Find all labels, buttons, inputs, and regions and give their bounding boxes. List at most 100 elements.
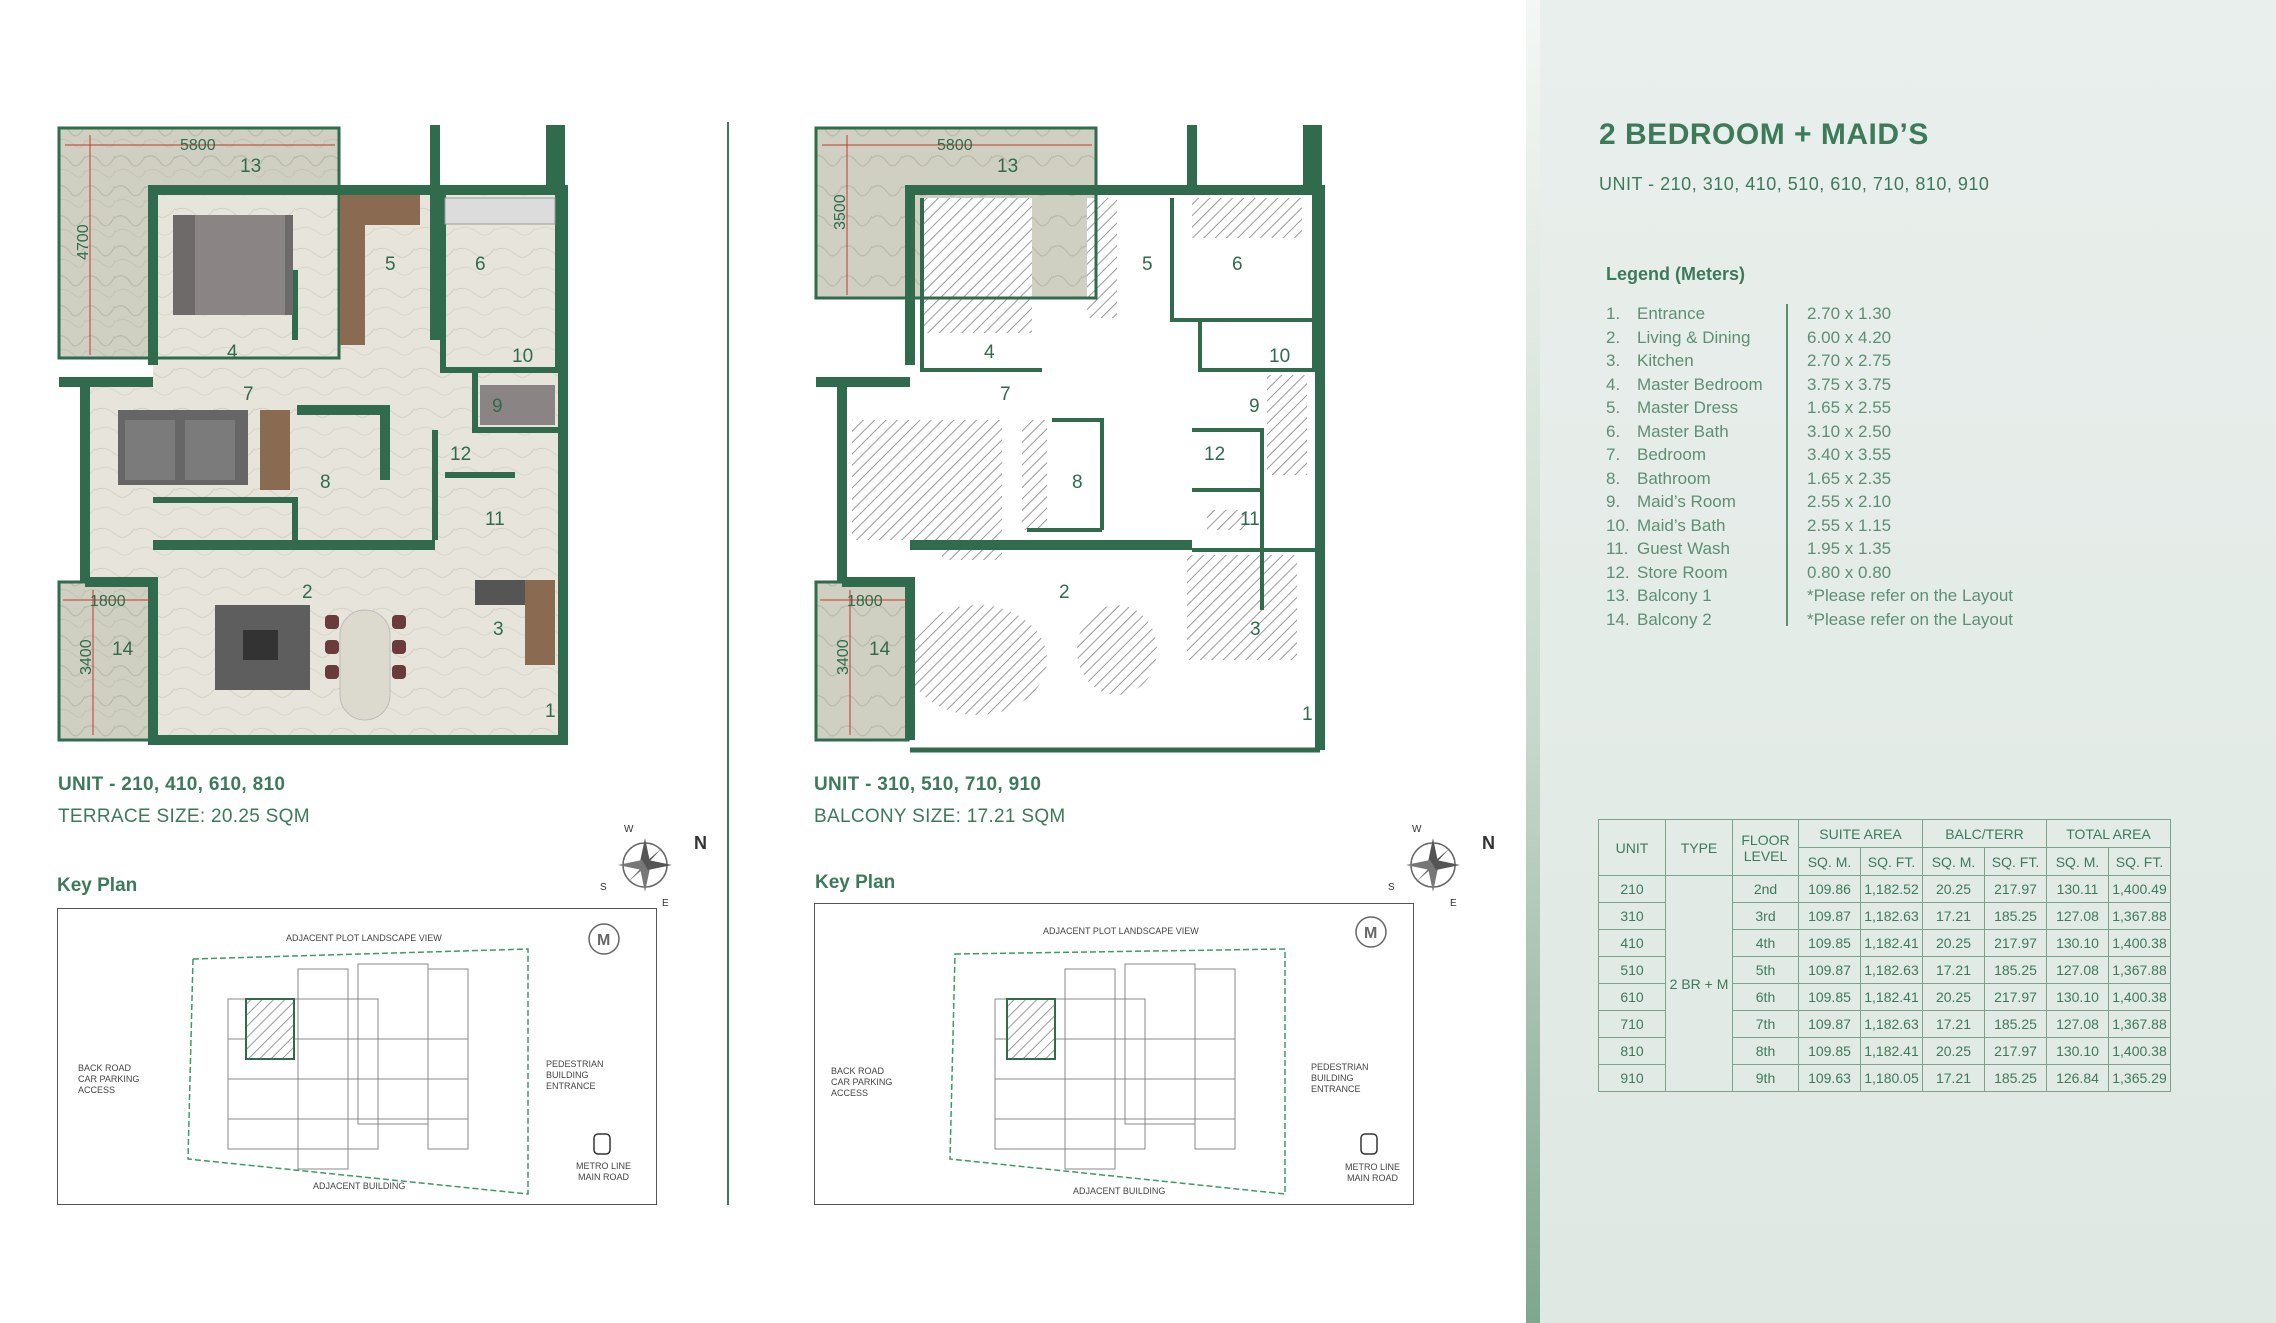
cell-balc-sqm: 17.21	[1922, 902, 1985, 930]
balcony-14-area	[59, 582, 151, 740]
svg-text:8: 8	[320, 472, 331, 493]
key-plan-right: ADJACENT PLOT LANDSCAPE VIEW M BACK ROAD…	[814, 903, 1414, 1205]
svg-text:ADJACENT PLOT LANDSCAPE VIEW: ADJACENT PLOT LANDSCAPE VIEW	[286, 933, 442, 943]
cell-suite-sqm: 109.85	[1798, 1037, 1861, 1065]
cell-unit: 510	[1598, 956, 1666, 984]
cell-balc-sqm: 20.25	[1922, 1037, 1985, 1065]
svg-text:6: 6	[1232, 254, 1243, 275]
svg-text:CAR PARKING: CAR PARKING	[831, 1077, 892, 1087]
legend-item-size: 2.70 x 1.30	[1807, 304, 1892, 323]
svg-text:BACK ROAD: BACK ROAD	[78, 1063, 132, 1073]
svg-text:10: 10	[1269, 346, 1290, 367]
cell-total-sqft: 1,365.29	[2108, 1064, 2171, 1092]
legend-title: Legend (Meters)	[1606, 264, 1746, 284]
legend-item-name: Master Dress	[1637, 398, 1739, 417]
svg-text:1800: 1800	[90, 593, 126, 610]
legend-item-name: Balcony 2	[1637, 609, 1712, 629]
cell-unit: 710	[1598, 1010, 1666, 1038]
cell-suite-sqft: 1,180.05	[1860, 1064, 1923, 1092]
cell-total-sqft: 1,367.88	[2108, 902, 2171, 930]
svg-text:ACCESS: ACCESS	[78, 1085, 115, 1095]
svg-text:1: 1	[1302, 704, 1313, 725]
legend-item-number: 11.	[1606, 539, 1629, 558]
svg-text:METRO LINE: METRO LINE	[1345, 1162, 1400, 1172]
legend-item-size: 0.80 x 0.80	[1807, 562, 1892, 582]
cell-total-sqft: 1,400.38	[2108, 983, 2171, 1011]
cell-unit: 610	[1598, 983, 1666, 1011]
legend-item-size: 1.65 x 2.35	[1807, 468, 1892, 488]
legend-item-number: 4.	[1606, 374, 1621, 394]
cell-total-sqm: 127.08	[2046, 902, 2109, 930]
cell-suite-sqm: 109.85	[1798, 983, 1861, 1011]
legend-item-number: 5.	[1606, 398, 1621, 417]
cell-suite-sqm: 109.87	[1798, 1010, 1861, 1038]
cell-suite-sqft: 1,182.41	[1860, 929, 1923, 957]
svg-text:6: 6	[475, 254, 486, 275]
left-terrace-size: TERRACE SIZE: 20.25 SQM	[58, 806, 310, 827]
svg-text:PEDESTRIAN: PEDESTRIAN	[546, 1059, 604, 1069]
svg-text:9: 9	[492, 396, 503, 417]
cell-total-sqm: 127.08	[2046, 956, 2109, 984]
bathtub	[444, 197, 556, 225]
cell-unit: 210	[1598, 875, 1666, 903]
svg-text:3400: 3400	[78, 639, 95, 675]
cell-suite-sqft: 1,182.63	[1860, 1010, 1923, 1038]
svg-text:3: 3	[493, 619, 504, 640]
svg-text:N: N	[694, 833, 707, 853]
cell-total-sqft: 1,400.38	[2108, 929, 2171, 957]
legend-item-size: 3.10 x 2.50	[1807, 421, 1892, 441]
svg-text:N: N	[1482, 833, 1495, 853]
legend-item-number: 1.	[1606, 304, 1621, 323]
svg-text:11: 11	[485, 509, 505, 530]
svg-text:11: 11	[1240, 509, 1260, 530]
header-unit: UNIT	[1598, 819, 1666, 876]
cell-unit: 410	[1598, 929, 1666, 957]
cell-type: 2 BR + M	[1665, 875, 1733, 1092]
cell-total-sqm: 126.84	[2046, 1064, 2109, 1092]
svg-text:ENTRANCE: ENTRANCE	[1311, 1084, 1361, 1094]
right-panel-edge	[1526, 0, 1540, 1323]
legend-item-name: Living & Dining	[1637, 327, 1751, 347]
svg-text:BUILDING: BUILDING	[546, 1070, 589, 1080]
legend-item-size: 2.55 x 1.15	[1807, 515, 1892, 535]
svg-text:M: M	[1364, 925, 1377, 942]
svg-text:9: 9	[1249, 396, 1260, 417]
cell-total-sqft: 1,400.38	[2108, 1037, 2171, 1065]
cell-balc-sqft: 185.25	[1984, 1064, 2047, 1092]
page-title: 2 BEDROOM + MAID’S	[1599, 118, 1929, 151]
legend-item-size: 2.55 x 2.10	[1807, 492, 1892, 511]
svg-text:3: 3	[1250, 619, 1261, 640]
svg-text:10: 10	[512, 346, 533, 367]
legend-item-size: *Please refer on the Layout	[1807, 586, 2014, 605]
legend-item-number: 13.	[1606, 586, 1630, 605]
legend-item-number: 14.	[1606, 609, 1630, 629]
legend-item-name: Balcony 1	[1637, 586, 1712, 605]
legend-item-name: Bedroom	[1637, 445, 1706, 464]
cell-floor: 6th	[1732, 983, 1799, 1011]
cell-balc-sqm: 20.25	[1922, 983, 1985, 1011]
page-subtitle: UNIT - 210, 310, 410, 510, 610, 710, 810…	[1599, 174, 1990, 194]
cell-total-sqft: 1,400.49	[2108, 875, 2171, 903]
legend-item-number: 9.	[1606, 492, 1621, 511]
left-key-plan-title: Key Plan	[57, 875, 138, 896]
svg-text:4700: 4700	[75, 224, 92, 260]
cell-balc-sqft: 217.97	[1984, 929, 2047, 957]
legend-item-size: 3.40 x 3.55	[1807, 445, 1892, 464]
svg-text:ADJACENT PLOT LANDSCAPE VIEW: ADJACENT PLOT LANDSCAPE VIEW	[1043, 926, 1199, 936]
legend-item-size: 1.65 x 2.55	[1807, 398, 1892, 417]
svg-text:13: 13	[997, 156, 1018, 177]
svg-text:3400: 3400	[835, 639, 852, 675]
floor-plan-furnished: 13 4 5 6 10 7 9 12 8 11 2 3 14 1 5800 47…	[55, 120, 575, 755]
legend-item-size: 2.70 x 2.75	[1807, 351, 1892, 370]
svg-text:7: 7	[1000, 384, 1011, 405]
legend-item-name: Guest Wash	[1637, 539, 1730, 558]
legend-item-name: Master Bath	[1637, 421, 1729, 441]
cell-suite-sqft: 1,182.41	[1860, 983, 1923, 1011]
